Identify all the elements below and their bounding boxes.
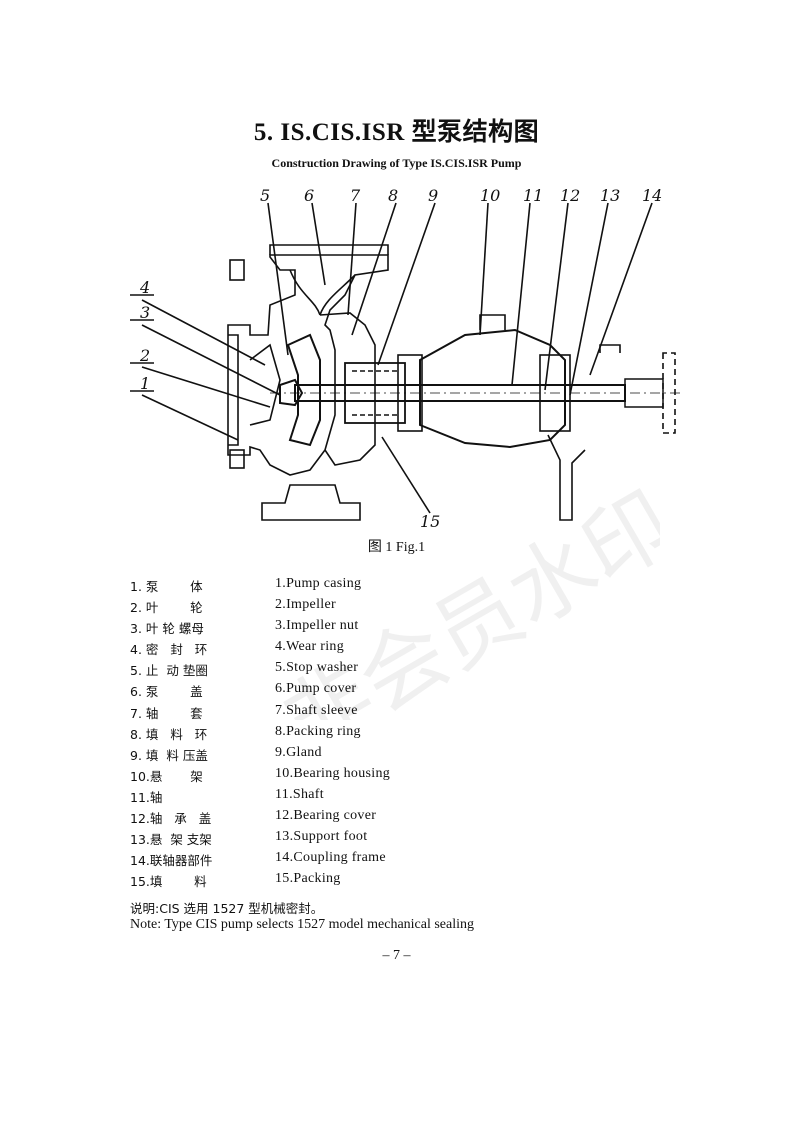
coupling-frame bbox=[599, 344, 621, 353]
part-name-en: 3.Impeller nut bbox=[275, 618, 359, 634]
part-name-en: 2.Impeller bbox=[275, 597, 336, 613]
callout-14: 14 bbox=[642, 186, 662, 205]
leader-13 bbox=[569, 202, 609, 396]
callout-7: 7 bbox=[350, 186, 361, 205]
casing-foot bbox=[261, 484, 361, 521]
part-name-en: 7.Shaft sleeve bbox=[275, 702, 358, 718]
leader-12 bbox=[544, 202, 569, 391]
part-name-cn: 15.填 料 bbox=[130, 874, 207, 890]
callout-11: 11 bbox=[523, 186, 543, 205]
callout-5: 5 bbox=[260, 186, 270, 205]
callout-15: 15 bbox=[420, 512, 440, 531]
part-name-en: 15.Packing bbox=[275, 871, 341, 887]
part-name-cn: 5. 止 动 垫圈 bbox=[130, 663, 208, 679]
note-cn: 说明:CIS 选用 1527 型机械密封。 bbox=[130, 901, 324, 916]
part-name-en: 1.Pump casing bbox=[275, 576, 362, 591]
part-name-cn: 3. 叶 轮 螺母 bbox=[130, 621, 204, 637]
part-name-cn: 6. 泵 盖 bbox=[130, 684, 203, 700]
leader-10 bbox=[479, 202, 489, 336]
part-name-cn: 1. 泵 体 bbox=[130, 579, 203, 594]
support-foot bbox=[547, 434, 586, 521]
part-name-cn: 7. 轴 套 bbox=[130, 705, 203, 721]
part-name-en: 6.Pump cover bbox=[275, 681, 357, 697]
callout-8: 8 bbox=[388, 186, 398, 205]
leader-3 bbox=[141, 324, 281, 396]
bearing-housing bbox=[419, 328, 566, 449]
pump-construction-drawing: 5 6 7 8 9 10 11 12 13 14 4 3 2 1 15 bbox=[130, 186, 680, 531]
leader-4 bbox=[141, 299, 266, 366]
callout-10: 10 bbox=[480, 186, 500, 205]
leader-9 bbox=[377, 202, 436, 366]
callout-2: 2 bbox=[139, 346, 150, 365]
pump-cover bbox=[319, 312, 376, 466]
part-name-cn: 14.联轴器部件 bbox=[130, 853, 213, 869]
callout-1: 1 bbox=[140, 374, 150, 393]
note-en: Note: Type CIS pump selects 1527 model m… bbox=[130, 917, 475, 932]
leader-15 bbox=[381, 436, 431, 514]
part-name-en: 10.Bearing housing bbox=[275, 765, 391, 781]
part-name-cn: 2. 叶 轮 bbox=[130, 600, 203, 616]
callout-13: 13 bbox=[600, 186, 620, 205]
figure-caption: 图 1 Fig.1 bbox=[367, 540, 426, 555]
part-name-en: 5.Stop washer bbox=[275, 660, 359, 676]
callout-12: 12 bbox=[560, 186, 580, 205]
callout-9: 9 bbox=[428, 186, 438, 205]
part-name-cn: 13.悬 架 支架 bbox=[130, 832, 212, 848]
part-name-cn: 4. 密 封 环 bbox=[130, 642, 208, 658]
part-name-en: 4.Wear ring bbox=[275, 639, 345, 655]
part-name-cn: 8. 填 料 环 bbox=[130, 726, 208, 742]
part-name-cn: 10.悬 架 bbox=[130, 768, 203, 784]
page-number: – 7 – bbox=[382, 948, 411, 963]
part-name-en: 13.Support foot bbox=[275, 829, 368, 845]
part-name-en: 9.Gland bbox=[275, 744, 322, 760]
part-name-cn: 11.轴 bbox=[130, 789, 163, 805]
callout-4: 4 bbox=[139, 278, 150, 297]
leader-2 bbox=[141, 366, 271, 408]
callout-6: 6 bbox=[304, 186, 314, 205]
part-name-cn: 12.轴 承 盖 bbox=[130, 811, 212, 827]
impeller bbox=[286, 333, 321, 447]
leader-8 bbox=[351, 202, 397, 336]
leader-1 bbox=[141, 394, 239, 441]
leader-7 bbox=[347, 202, 357, 316]
leader-11 bbox=[511, 202, 531, 386]
part-name-en: 12.Bearing cover bbox=[275, 808, 377, 824]
impeller-nut bbox=[279, 378, 304, 407]
callout-3: 3 bbox=[140, 303, 150, 322]
leader-6 bbox=[311, 202, 326, 286]
page-subtitle: Construction Drawing of Type IS.CIS.ISR … bbox=[271, 156, 522, 170]
part-name-en: 11.Shaft bbox=[275, 786, 324, 802]
part-name-en: 8.Packing ring bbox=[275, 723, 361, 739]
page-title: 5. IS.CIS.ISR 型泵结构图 bbox=[253, 119, 540, 146]
pump-casing bbox=[227, 254, 389, 476]
part-name-en: 14.Coupling frame bbox=[275, 850, 386, 866]
part-name-cn: 9. 填 料 压盖 bbox=[130, 747, 208, 763]
leader-5 bbox=[267, 202, 289, 356]
